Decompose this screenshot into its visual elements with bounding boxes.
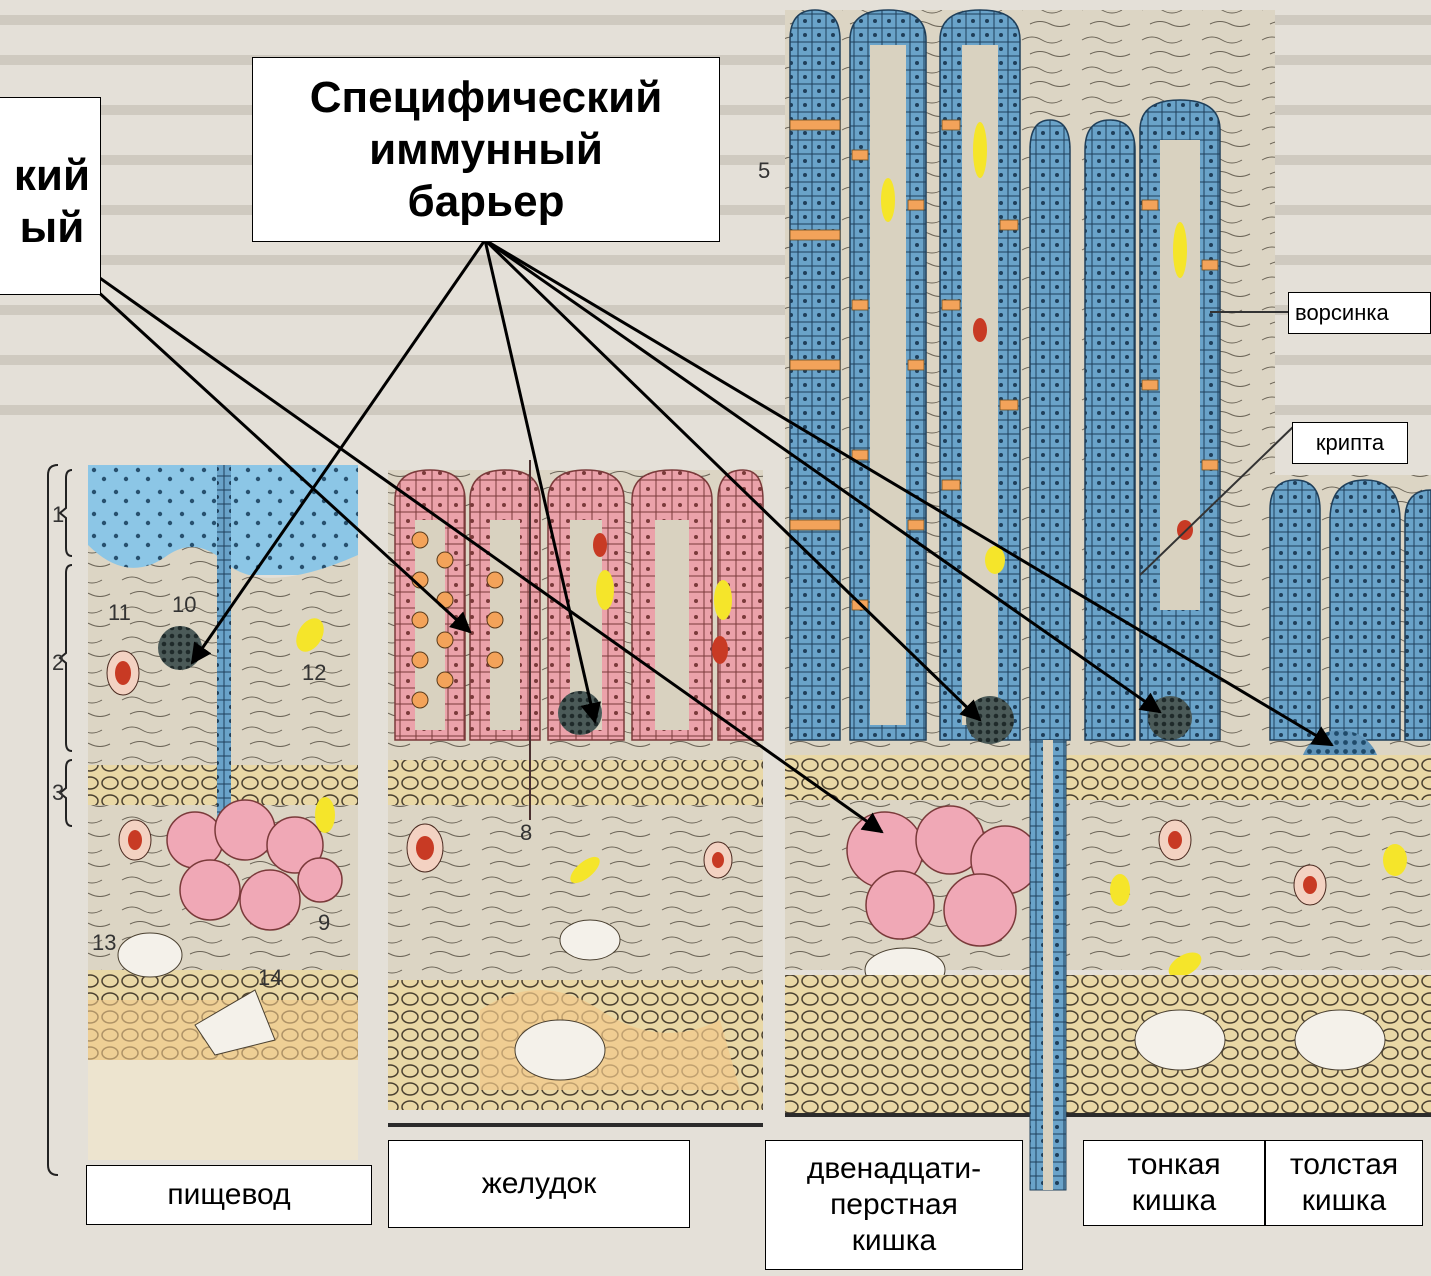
stomach-label: желудок bbox=[388, 1140, 690, 1228]
num-14: 14 bbox=[258, 965, 282, 990]
specific-barrier-label: Специфический иммунный барьер bbox=[252, 57, 720, 242]
lymph-nodule-stomach bbox=[558, 691, 602, 735]
large-intestine-label: толстая кишка bbox=[1265, 1140, 1423, 1226]
num-5: 5 bbox=[758, 158, 770, 183]
num-11: 11 bbox=[108, 600, 131, 625]
num-9: 9 bbox=[318, 910, 330, 935]
num-1: 1 bbox=[52, 502, 64, 527]
stomach-column bbox=[388, 460, 763, 1125]
lymph-nodule-duodenum bbox=[966, 696, 1014, 744]
small-intestine-label: тонкая кишка bbox=[1083, 1140, 1265, 1226]
num-8: 8 bbox=[520, 820, 532, 845]
villus-label: ворсинка bbox=[1288, 292, 1431, 334]
lymph-nodule-esophagus bbox=[158, 626, 202, 670]
crypt-label: крипта bbox=[1292, 422, 1408, 464]
num-13: 13 bbox=[92, 930, 116, 955]
esophagus-column bbox=[88, 465, 358, 1160]
num-3: 3 bbox=[52, 780, 64, 805]
duodenum-label: двенадцати- перстная кишка bbox=[765, 1140, 1023, 1270]
esophagus-label: пищевод bbox=[86, 1165, 372, 1225]
num-12: 12 bbox=[302, 660, 326, 685]
lymph-nodule-small-intestine bbox=[1148, 696, 1192, 740]
num-10: 10 bbox=[172, 592, 196, 617]
nonspecific-barrier-label: кий ый bbox=[0, 97, 101, 295]
num-2: 2 bbox=[52, 650, 64, 675]
